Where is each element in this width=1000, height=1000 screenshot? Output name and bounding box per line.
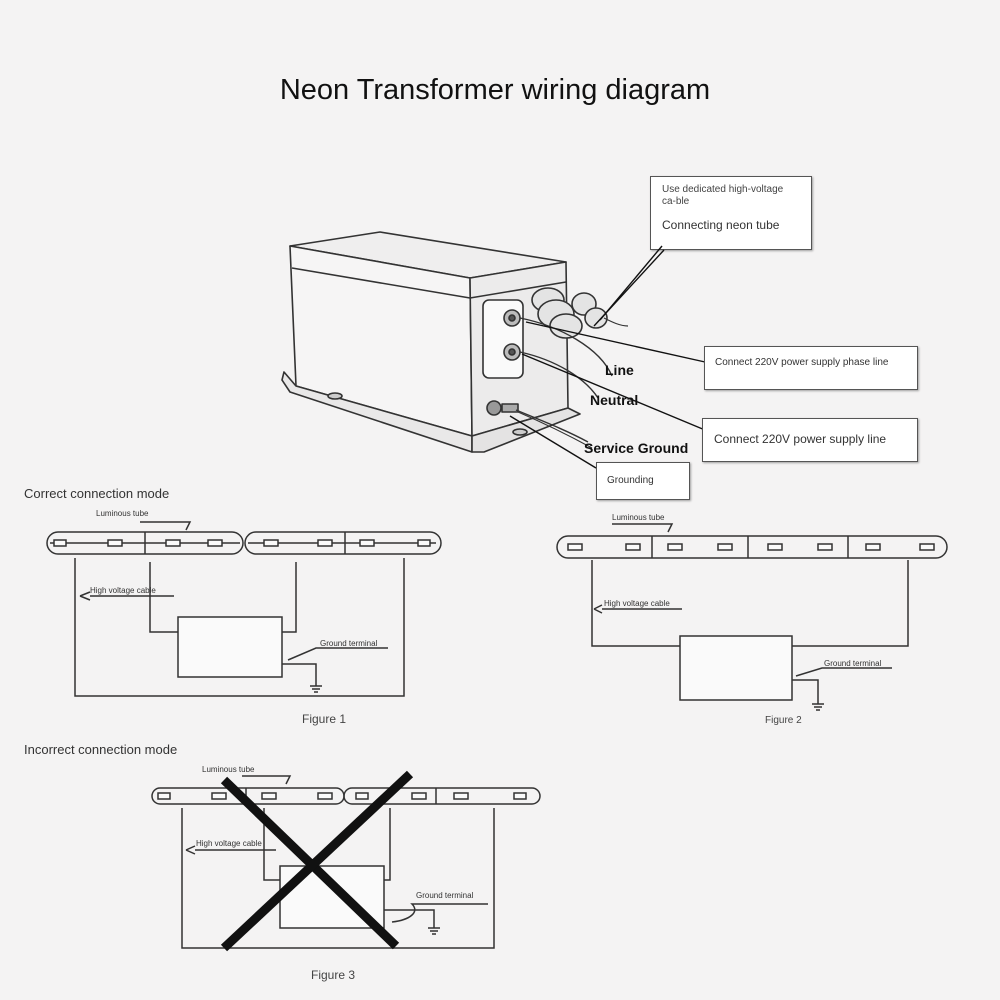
callout-grounding: Grounding [596,462,690,500]
section-incorrect-mode: Incorrect connection mode [24,742,178,757]
callout-phase-line: Connect 220V power supply phase line [704,346,918,390]
transformer-illustration [281,231,608,453]
section-correct-mode: Correct connection mode [24,486,170,501]
figure-2-diagram [556,523,948,711]
callout-supply-line: Connect 220V power supply line [702,418,918,462]
fig1-luminous-tube-label: Luminous tube [96,509,149,518]
callout-phase-line-text: Connect 220V power supply phase line [715,357,889,368]
fig2-ground-terminal-label: Ground terminal [824,659,882,668]
terminal-text-labels: Line Neutral Service Ground [584,362,688,456]
fig2-luminous-tube-label: Luminous tube [612,513,665,522]
figure-2-caption: Figure 2 [765,715,802,726]
callout-neon-tube-text: Connecting neon tube [662,218,780,232]
callout-supply-line-text: Connect 220V power supply line [714,432,887,446]
terminal-wires [515,317,629,449]
callout-grounding-text: Grounding [607,475,654,486]
line-terminal-label: Line [605,362,634,378]
figure-3-caption: Figure 3 [311,968,356,982]
incorrect-cross-mark [220,770,414,952]
callout-hv-cable-text: Use dedicated high-voltage ca-ble [662,184,784,207]
fig3-luminous-tube-label: Luminous tube [202,765,255,774]
figure-1-diagram [46,521,442,697]
schematic-small-labels: Luminous tube High voltage cable Ground … [90,509,882,900]
callout-hv-cable: Use dedicated high-voltage ca-ble Connec… [650,176,810,248]
callout-leaders [509,245,706,469]
figure-3-diagram [151,775,541,949]
fig2-hv-cable-label: High voltage cable [604,599,670,608]
fig3-hv-cable-label: High voltage cable [196,839,262,848]
page-title: Neon Transformer wiring diagram [279,74,711,106]
fig1-hv-cable-label: High voltage cable [90,586,156,595]
fig3-ground-terminal-label: Ground terminal [416,891,474,900]
neutral-terminal-label: Neutral [590,392,638,408]
service-ground-label: Service Ground [584,440,688,456]
fig1-ground-terminal-label: Ground terminal [320,639,378,648]
figure-1-caption: Figure 1 [302,712,347,726]
